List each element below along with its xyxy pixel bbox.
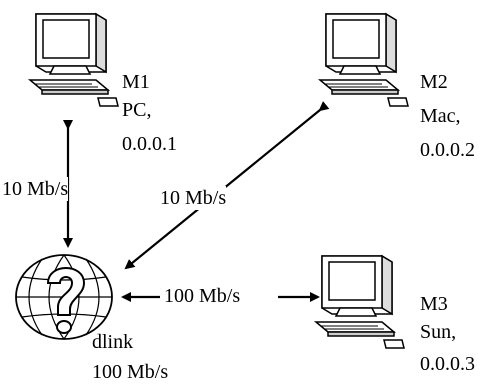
m1-name-label: M1 — [122, 71, 150, 93]
m3-name-label: M3 — [420, 293, 448, 315]
m2-name-label: M2 — [420, 71, 448, 93]
computer-icon-m2 — [317, 12, 409, 107]
m3-os-label: Sun, — [420, 321, 457, 343]
m2-os-label: Mac, — [420, 105, 461, 127]
m1-ip-label: 0.0.0.1 — [122, 133, 177, 155]
m2-ip-label: 0.0.0.2 — [420, 139, 475, 161]
hub-speed-label: 100 Mb/s — [92, 361, 169, 383]
link-m3-hub-speed-label: 100 Mb/s — [164, 284, 241, 308]
m3-ip-label: 0.0.0.3 — [420, 353, 475, 375]
desktop-computer-icon — [313, 254, 405, 349]
computer-icon-m1 — [27, 12, 119, 107]
computer-icon-m3 — [313, 254, 405, 349]
desktop-computer-icon — [27, 12, 119, 107]
link-m2-hub-speed-label: 10 Mb/s — [160, 186, 227, 210]
desktop-computer-icon — [317, 12, 409, 107]
hub-name-label: dlink — [92, 331, 134, 353]
m1-os-label: PC, — [122, 99, 152, 121]
globe-question-icon — [15, 254, 113, 340]
link-m1-hub-speed-label: 10 Mb/s — [2, 177, 69, 201]
